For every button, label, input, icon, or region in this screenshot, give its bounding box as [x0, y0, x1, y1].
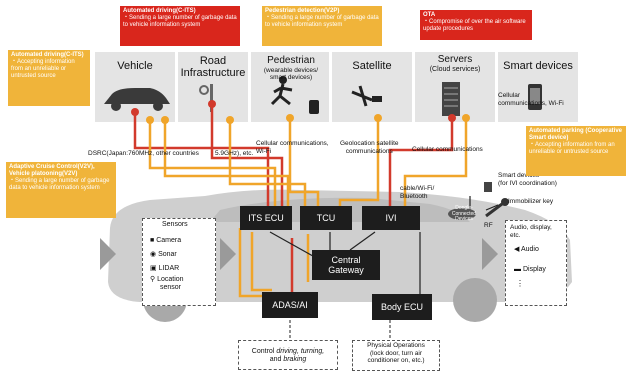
satellite-panel: [332, 52, 412, 122]
sensors-title: Sensors: [162, 221, 188, 228]
road-sign-icon: [210, 84, 213, 112]
vehicle-car-icon: [104, 88, 170, 104]
display-item: ▬ Display: [514, 266, 546, 273]
smart-devices-title: Smart devices: [503, 60, 573, 72]
key-icon: [485, 202, 503, 218]
more-items: ⋮: [516, 279, 524, 288]
inner-arrow-shape: [220, 238, 236, 270]
road-title-line2: Infrastructure: [180, 67, 246, 79]
ivi-chip: IVI: [362, 206, 420, 230]
ghz-label: 5.9GHz), etc.: [215, 150, 254, 157]
sensors-box: [142, 218, 216, 306]
display-icon: ▬: [514, 266, 523, 273]
lidar-icon: ▣: [150, 265, 159, 272]
pedestrian-subtitle: (wearable devices/ smart devices): [263, 67, 319, 81]
dongle-icon: [448, 208, 476, 220]
satellite-icon: [351, 85, 373, 107]
wheel-rear: [453, 278, 497, 322]
control-driving-box: [238, 340, 338, 370]
adas-ecu-chip: ADAS/AI: [262, 292, 318, 318]
cellular-wifi-label: Cellular communications,Wi-Fi: [256, 140, 329, 155]
sonar-icon: ◉: [150, 251, 159, 258]
pedestrian-icon: [279, 76, 287, 84]
audio-item: ◀ Audio: [514, 246, 539, 253]
smart-device-small-icon: [484, 182, 492, 192]
cellular-comms-label: Cellular communications: [412, 146, 483, 153]
pedestrian-title: Pedestrian: [267, 55, 315, 66]
location-pin-icon: ⚲: [150, 276, 158, 283]
callout-ota: OTA ・Compromise of over the air software…: [420, 10, 532, 40]
audio-display-title: Audio, display,etc.: [510, 224, 552, 239]
audio-display-box: [505, 220, 567, 306]
physical-ops-box: [352, 340, 440, 371]
right-arrow-shape: [482, 238, 498, 270]
dongle-label: Dongle-Connected Devices: [451, 205, 477, 222]
servers-subtitle: (Cloud services): [429, 66, 481, 73]
body-ecu-chip: Body ECU: [372, 294, 432, 320]
rf-label: RF: [484, 222, 493, 229]
vehicle-title: Vehicle: [117, 60, 153, 72]
dsrc-label: DSRC(Japan:760MHz, other countries: [88, 150, 199, 157]
road-title-line1: Road: [199, 55, 227, 67]
speaker-icon: ◀: [514, 246, 521, 253]
callout-automated-parking: Automated parking (Cooperative Smart dev…: [526, 126, 626, 176]
satellite-title: Satellite: [352, 60, 392, 72]
cable-wifi-bt-label: cable/Wi-Fi/Bluetooth: [400, 185, 435, 200]
callout-automated-driving-top: Automated driving(C-ITS) ・Sending a larg…: [120, 6, 240, 46]
immobilizer-key-label: Immobilizer key: [508, 198, 554, 205]
server-icon: [442, 82, 460, 116]
servers-title: Servers: [437, 54, 473, 65]
callout-adaptive-cruise: Adaptive Cruise Control(V2V), Vehicle pl…: [6, 162, 116, 218]
smart-device-coordination-label: Smart devices(for IVI coordination): [498, 172, 557, 187]
control-driving-text: Control driving, turning,and braking: [251, 348, 325, 363]
its-ecu-chip: ITS ECU: [240, 206, 292, 230]
callout-pedestrian-detection: Pedestrian detection(V2P) ・Sending a lar…: [262, 6, 382, 46]
camera-icon: ■: [150, 237, 157, 244]
left-arrow-shape: [100, 238, 116, 270]
callout-automated-driving-left: Automated driving(C-ITS) ・Accepting info…: [8, 50, 90, 106]
tcu-chip: TCU: [300, 206, 352, 230]
